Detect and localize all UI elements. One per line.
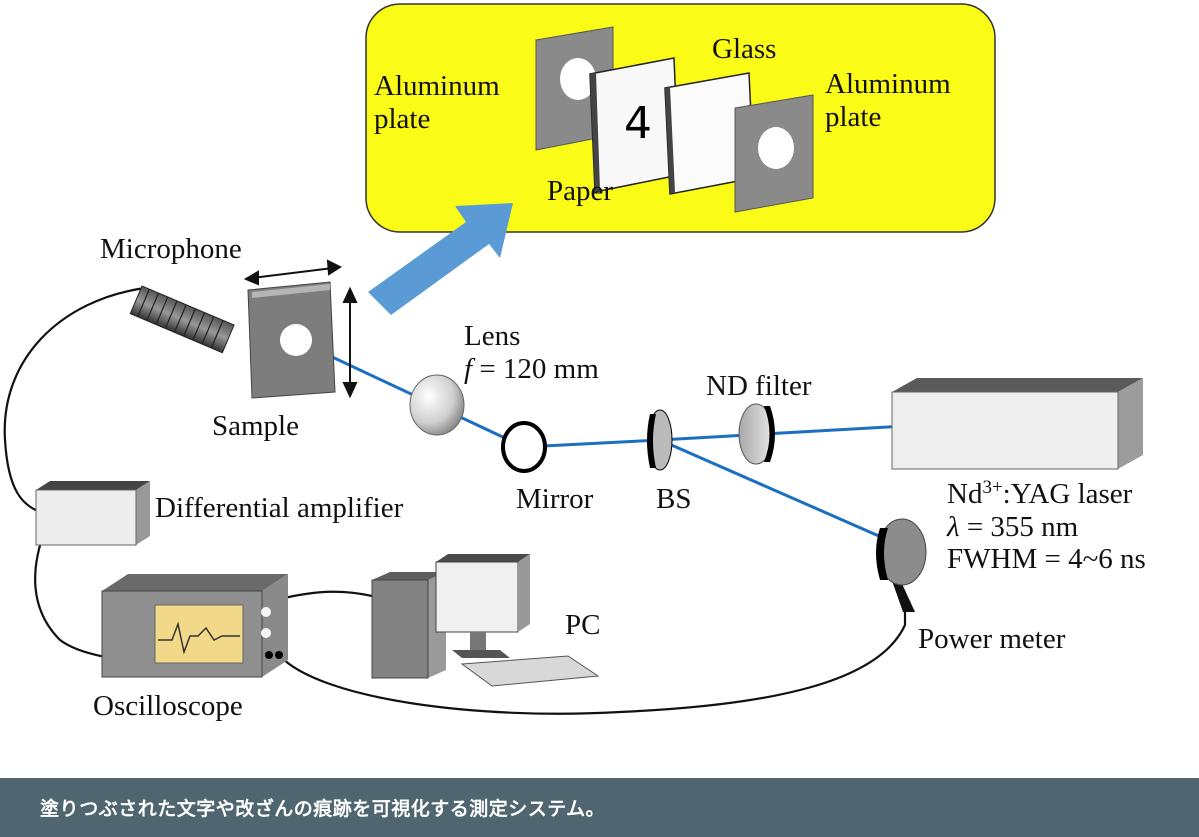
label-microphone: Microphone [100, 233, 242, 265]
caption-bar: 塗りつぶされた文字や改ざんの痕跡を可視化する測定システム。 [0, 778, 1199, 837]
pc-tower [372, 572, 446, 580]
lens [409, 374, 465, 436]
label-pc: PC [565, 609, 600, 641]
inset-right-plate-label-2: plate [825, 101, 881, 133]
label-laser-wavelength: = 355 nm [960, 511, 1079, 543]
inset-right-plate-label-1: Aluminum [825, 68, 951, 100]
microphone [129, 285, 235, 354]
inset-left-plate-label-2: plate [374, 103, 430, 135]
label-laser-line-1: Nd3+:YAG laser [947, 477, 1133, 510]
inset-glass-label: Glass [712, 33, 776, 65]
beam-splitter [647, 409, 673, 471]
nd-filter [738, 403, 775, 465]
scan-direction-arrows [243, 259, 358, 399]
label-laser-nd: Nd [947, 478, 983, 510]
label-lens-focal-value: = 120 mm [472, 353, 599, 385]
measurement-system-diagram: 4 Aluminum plate Glass Aluminum plate Pa… [3, 3, 1146, 722]
label-laser-sup: 3+ [982, 477, 1002, 498]
label-laser-yag: :YAG laser [1003, 478, 1133, 510]
sample-structure-inset: 4 Aluminum plate Glass Aluminum plate Pa… [365, 3, 996, 233]
label-sample: Sample [212, 410, 299, 442]
power-meter [876, 518, 927, 612]
inset-paper-label: Paper [547, 175, 613, 207]
diagram-labels: Microphone Sample Lens f = 120 mm ND fil… [93, 233, 1146, 722]
label-differential-amplifier: Differential amplifier [155, 492, 404, 524]
paper-digit: 4 [624, 98, 652, 149]
label-lens-focal: f = 120 mm [464, 353, 599, 385]
inset-left-plate-label-1: Aluminum [374, 70, 500, 102]
microphone-body [129, 285, 235, 354]
label-bs: BS [656, 483, 691, 515]
pc-keyboard [460, 655, 600, 687]
label-laser-line-3: FWHM = 4~6 ns [947, 543, 1146, 575]
label-power-meter: Power meter [918, 623, 1066, 655]
caption-text: 塗りつぶされた文字や改ざんの痕跡を可視化する測定システム。 [40, 798, 606, 820]
label-oscilloscope: Oscilloscope [93, 690, 243, 722]
mirror [501, 421, 547, 473]
label-laser-lambda: λ [946, 511, 960, 543]
pc-monitor [436, 554, 530, 562]
sample-holder [247, 281, 336, 399]
right-aluminum-plate [734, 94, 814, 213]
label-mirror: Mirror [516, 483, 594, 515]
nd-yag-laser [891, 378, 1143, 470]
zoom-arrow-icon [368, 203, 513, 315]
paper-sheet: 4 [589, 57, 680, 193]
label-lens: Lens [464, 320, 520, 352]
pc [371, 554, 600, 687]
label-laser-line-2: λ = 355 nm [946, 511, 1079, 543]
oscilloscope [101, 574, 288, 678]
differential-amplifier [35, 481, 150, 546]
oscilloscope-waveform [158, 621, 240, 655]
label-nd-filter: ND filter [706, 370, 812, 402]
